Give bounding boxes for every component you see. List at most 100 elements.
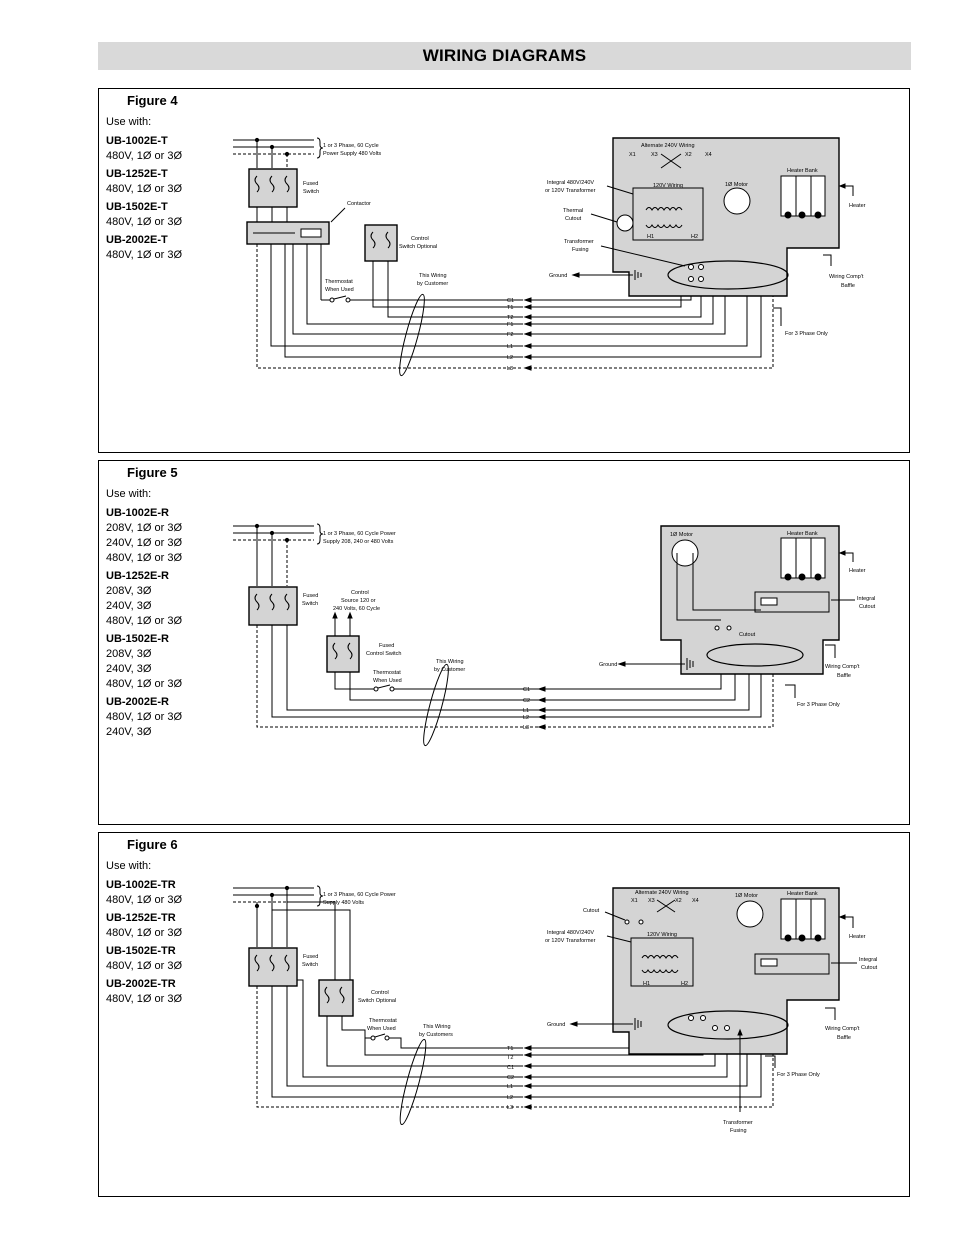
fused-switch-label: Fused [303, 181, 318, 187]
three-phase-label: For 3 Phase Only [777, 1072, 820, 1078]
model-voltage: 480V, 1Ø or 3Ø [106, 150, 183, 162]
baffle-label: Baffle [837, 1035, 851, 1041]
model-voltage: 480V, 1Ø or 3Ø [106, 249, 183, 261]
motor-icon [723, 187, 751, 215]
transformer-fusing-label: Fusing [572, 247, 589, 253]
use-with-label: Use with: [106, 860, 152, 872]
customer-wiring-label: by Customer [417, 281, 448, 287]
ground-label: Ground [599, 662, 617, 668]
motor-label: 1Ø Motor [735, 893, 758, 899]
supply-label: Power Supply 480 Volts [323, 151, 381, 157]
fused-switch-label: Fused [303, 593, 318, 599]
model-voltage: 240V, 3Ø [106, 663, 152, 675]
model-name: UB-1252E-TR [106, 912, 176, 924]
terminal-h-label: H2 [691, 234, 698, 240]
control-switch-label: Switch Optional [358, 998, 396, 1004]
model-name: UB-1502E-TR [106, 945, 176, 957]
terminal-label: L1 [523, 708, 529, 714]
terminal-label: L1 [507, 1084, 513, 1090]
terminal-label: T1 [507, 1046, 513, 1052]
figure-title: Figure 4 [127, 93, 178, 108]
thermostat-label: Thermostat [369, 1018, 397, 1024]
ground-label: Ground [549, 273, 567, 279]
thermostat-label: When Used [373, 678, 402, 684]
model-voltage: 240V, 3Ø [106, 726, 152, 738]
terminal-label: C2 [507, 1075, 514, 1081]
customer-wiring-label: by Customers [419, 1032, 453, 1038]
terminal-label: L2 [507, 355, 513, 361]
model-name: UB-1002E-R [106, 507, 169, 519]
model-voltage: 480V, 1Ø or 3Ø [106, 927, 183, 939]
model-name: UB-1002E-TR [106, 879, 176, 891]
model-list: UB-1002E-T 480V, 1Ø or 3Ø UB-1252E-T 480… [106, 131, 182, 263]
terminal-label: T2 [507, 1055, 513, 1061]
model-voltage: 480V, 1Ø or 3Ø [106, 711, 183, 723]
use-with-label: Use with: [106, 116, 152, 128]
fused-control-label: Control Switch [366, 651, 401, 657]
model-voltage: 480V, 1Ø or 3Ø [106, 894, 183, 906]
model-voltage: 240V, 3Ø [106, 600, 152, 612]
motor-icon [671, 539, 699, 567]
model-voltage: 480V, 1Ø or 3Ø [106, 678, 183, 690]
control-switch [364, 224, 398, 262]
fused-switch [248, 168, 298, 208]
unit-enclosure [612, 137, 840, 297]
terminal-label: C1 [507, 298, 514, 304]
model-name: UB-1252E-T [106, 168, 168, 180]
figure-5-diagram: 1 or 3 Phase, 60 Cycle Power Supply 208,… [233, 523, 876, 747]
terminal-x-label: X2 [685, 152, 692, 158]
motor-label: 1Ø Motor [725, 182, 748, 188]
integral-cutout-label: Integral [857, 596, 875, 602]
alt-wiring-label: Alternate 240V Wiring [641, 143, 695, 149]
terminal-label: T1 [507, 305, 513, 311]
model-voltage: 240V, 1Ø or 3Ø [106, 537, 183, 549]
customer-wiring-label: This Wiring [423, 1024, 451, 1030]
transformer-label: Integral 480V/240V [547, 180, 594, 186]
terminal-h-label: H2 [681, 981, 688, 987]
control-source-label: 240 Volts, 60 Cycle [333, 606, 380, 612]
terminal-x-label: X2 [675, 898, 682, 904]
supply-label: Supply 480 Volts [323, 900, 364, 906]
terminal-x-label: X1 [629, 152, 636, 158]
model-name: UB-1502E-R [106, 633, 169, 645]
terminal-label: T2 [507, 315, 513, 321]
model-voltage: 480V, 1Ø or 3Ø [106, 216, 183, 228]
baffle-label: Wiring Comp't [825, 1026, 860, 1032]
supply-label: 1 or 3 Phase, 60 Cycle [323, 143, 379, 149]
terminal-h-label: H1 [647, 234, 654, 240]
model-list: UB-1002E-TR 480V, 1Ø or 3Ø UB-1252E-TR 4… [106, 875, 182, 1007]
baffle-label: Baffle [837, 673, 851, 679]
fused-control-label: Fused [379, 643, 394, 649]
transformer-fusing-label: Fusing [730, 1128, 747, 1134]
baffle-label: Wiring Comp't [825, 664, 860, 670]
transformer-label: Integral 480V/240V [547, 930, 594, 936]
model-name: UB-2002E-R [106, 696, 169, 708]
terminal-label: F1 [507, 322, 513, 328]
model-name: UB-1252E-R [106, 570, 169, 582]
baffle-label: Wiring Comp't [829, 274, 864, 280]
model-name: UB-1502E-T [106, 201, 168, 213]
fused-switch-label: Switch [302, 962, 318, 968]
control-switch-label: Switch Optional [399, 244, 437, 250]
heater-label: Heater [849, 934, 866, 940]
control-switch-label: Control [411, 236, 429, 242]
ground-label: Ground [547, 1022, 565, 1028]
model-voltage: 480V, 1Ø or 3Ø [106, 615, 183, 627]
control-switch-label: Control [371, 990, 389, 996]
transformer-label: or 120V Transformer [545, 188, 596, 194]
wiring-120-label: 120V Wiring [647, 932, 677, 938]
customer-wiring-label: by Customer [434, 667, 465, 673]
integral-cutout-label: Integral [859, 957, 877, 963]
terminal-label: L3 [523, 725, 529, 731]
supply-label: Supply 208, 240 or 480 Volts [323, 539, 394, 545]
thermal-cutout-label: Thermal [563, 208, 583, 214]
cutout-label: Cutout [583, 908, 600, 914]
model-voltage: 480V, 1Ø or 3Ø [106, 183, 183, 195]
model-voltage: 208V, 3Ø [106, 585, 152, 597]
terminal-x-label: X4 [705, 152, 712, 158]
integral-cutout-label: Cutout [859, 604, 876, 610]
page-title: WIRING DIAGRAMS [422, 46, 587, 65]
terminal-label: F2 [507, 332, 513, 338]
contactor-label: Contactor [347, 201, 371, 207]
model-voltage: 480V, 1Ø or 3Ø [106, 960, 183, 972]
